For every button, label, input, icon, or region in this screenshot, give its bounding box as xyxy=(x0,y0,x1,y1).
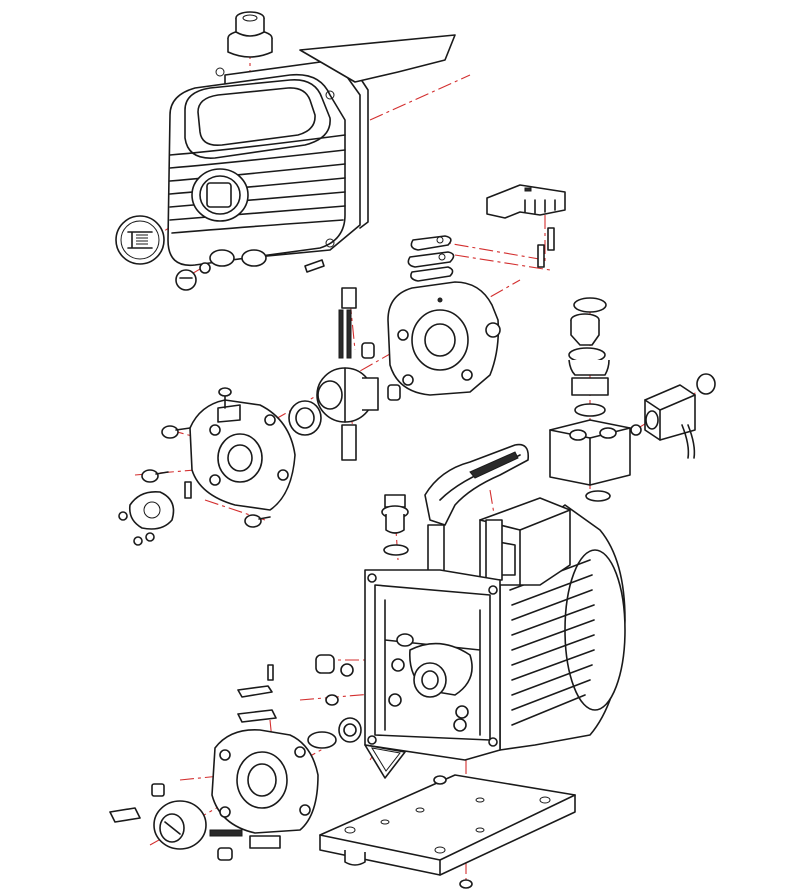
base-plate xyxy=(319,774,576,889)
frame-gasket xyxy=(364,744,406,779)
oil-fill-plug xyxy=(381,494,409,556)
frame xyxy=(364,569,501,761)
oil-reservoir-housing xyxy=(167,54,369,267)
inlet-fitting xyxy=(568,297,610,417)
gas-ballast-valve xyxy=(549,419,642,502)
rotor xyxy=(316,367,379,423)
solenoid-valve xyxy=(644,373,716,459)
second-stage-parts xyxy=(151,654,362,797)
vanes xyxy=(338,287,401,461)
coupling xyxy=(109,800,281,861)
housing-gasket xyxy=(299,34,456,83)
second-stage-stator xyxy=(211,729,319,834)
oil-fill-cap xyxy=(227,11,273,58)
oil-sight-glass xyxy=(115,215,165,265)
drain-plug xyxy=(175,259,325,291)
end-plate-bolts xyxy=(141,387,271,528)
pump-stator-first-stage xyxy=(387,281,501,396)
exhaust-valve-assembly xyxy=(407,184,566,282)
shaft-seal xyxy=(288,400,322,436)
motor xyxy=(479,497,626,751)
handle xyxy=(424,443,530,581)
small-cover-plate xyxy=(118,481,192,546)
end-plate xyxy=(189,399,296,511)
